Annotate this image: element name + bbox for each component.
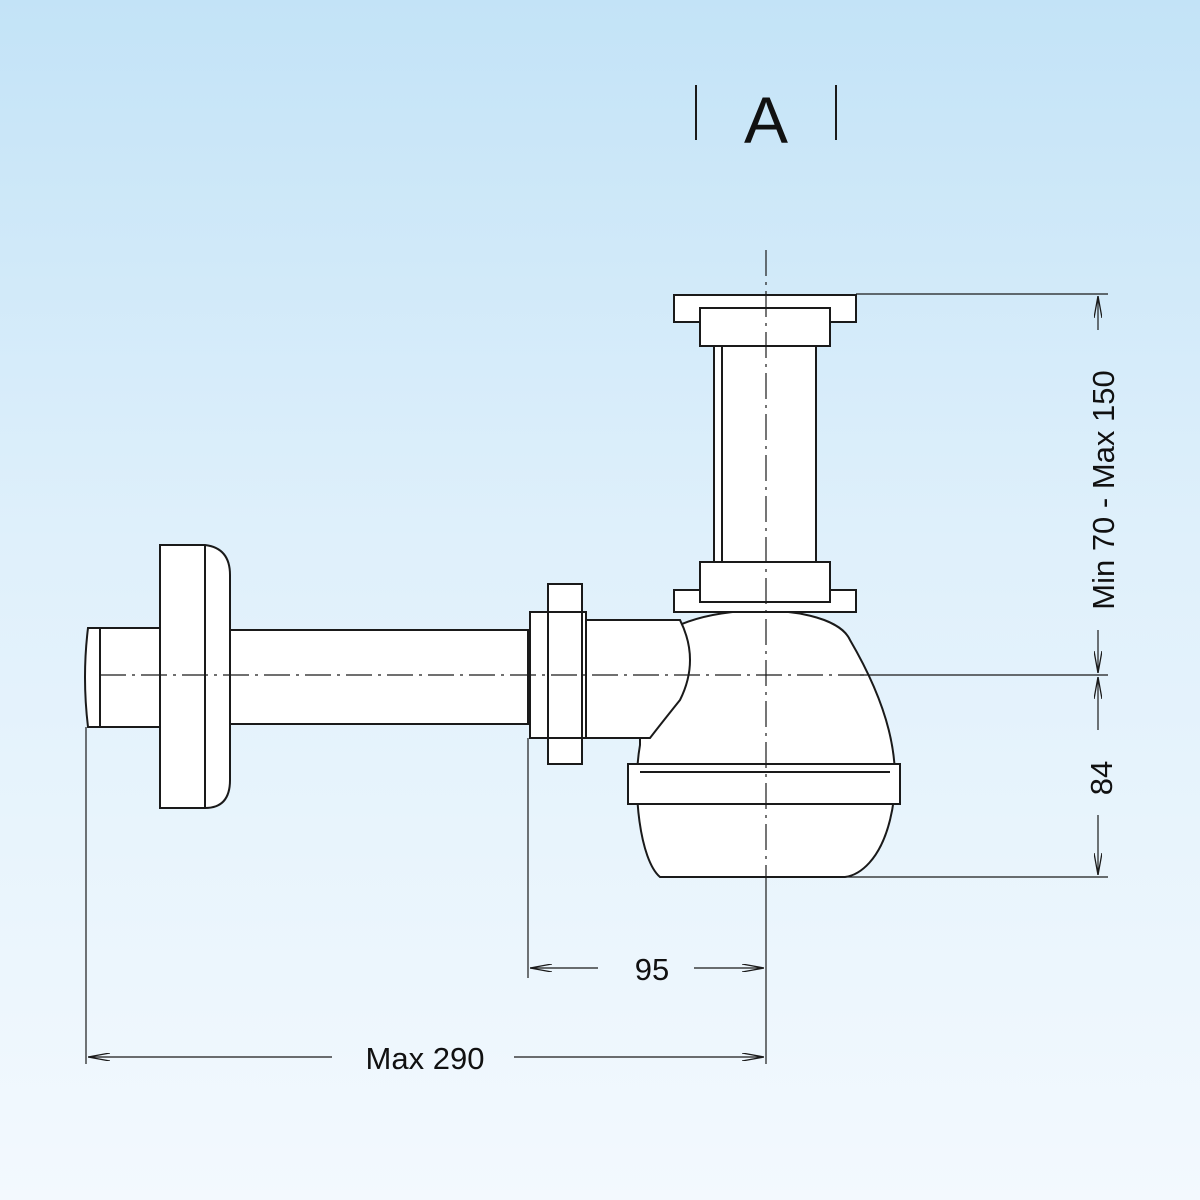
inlet-junction: [581, 619, 691, 739]
outlet-pipe: [229, 629, 529, 725]
trap-body: [84, 294, 901, 878]
extension-lines: [85, 293, 1108, 1064]
tail-union-flange: [673, 589, 857, 613]
wall-flange: [159, 544, 231, 809]
wall-pipe-stub: [84, 627, 161, 728]
bowl-clamp-ring: [627, 763, 901, 805]
top-nut: [699, 307, 831, 347]
tail-pipe: [713, 345, 817, 563]
centerlines: [100, 250, 870, 872]
tail-union-nut: [699, 561, 831, 603]
view-label: A: [744, 83, 788, 157]
dim-inlet-offset-label: 95: [635, 952, 669, 987]
view-marker: A: [695, 83, 837, 157]
dim-vertical-range-label: Min 70 - Max 150: [1086, 370, 1121, 610]
outlet-nut: [547, 583, 583, 765]
dim-wall-outlet-label: Max 290: [366, 1041, 485, 1076]
dim-bowl-height-label: 84: [1084, 761, 1119, 795]
